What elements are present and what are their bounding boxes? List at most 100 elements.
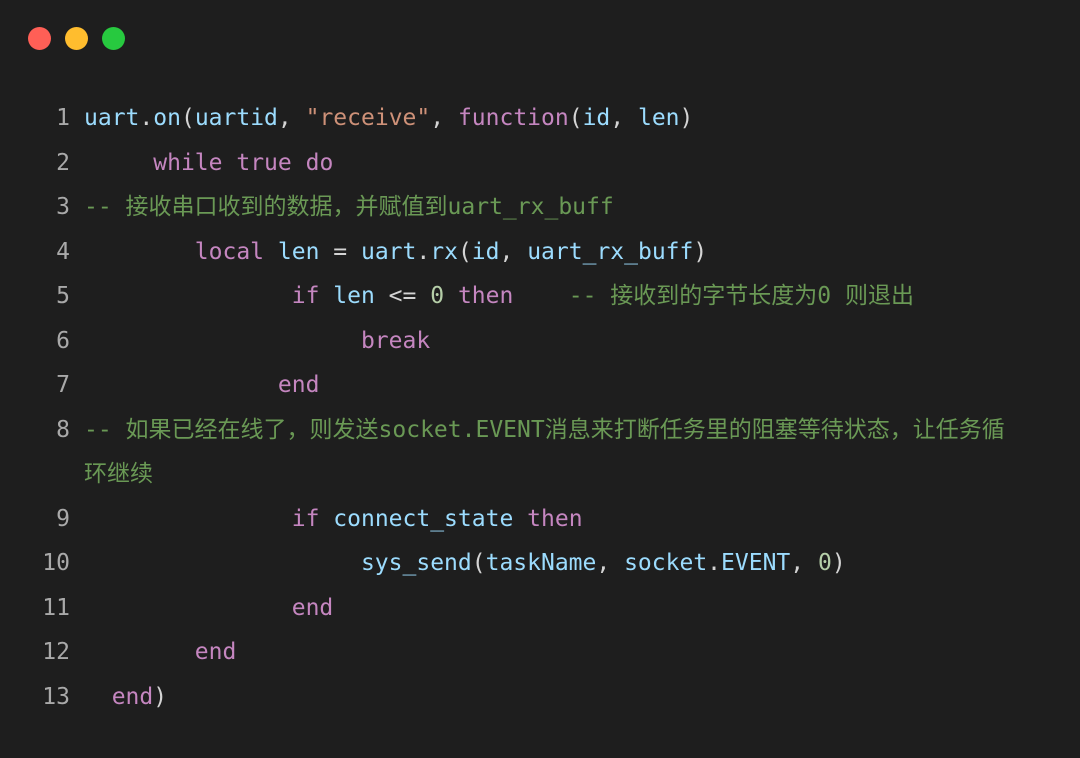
line-content: local len = uart.rx(id, uart_rx_buff) <box>84 230 707 275</box>
code-token: true <box>236 149 292 176</box>
code-token <box>513 506 527 532</box>
code-token: ) <box>693 238 708 265</box>
code-token: ( <box>180 105 195 131</box>
code-token: socket <box>624 550 708 576</box>
code-line: 8 -- 如果已经在线了，则发送socket.EVENT消息来打断任务里的阻塞等待… <box>0 408 1080 497</box>
code-token <box>84 239 195 265</box>
code-token: end <box>291 594 334 621</box>
code-token: ( <box>568 105 583 131</box>
code-line: 5 if len <= 0 then -- 接收到的字节长度为0 则退出 <box>0 274 1080 319</box>
code-token: end <box>277 372 320 398</box>
line-number: 4 <box>56 238 70 265</box>
line-content: while true do <box>84 141 333 186</box>
code-token: if <box>291 283 320 309</box>
code-token <box>264 239 278 265</box>
code-line: 2 while true do <box>0 141 1080 186</box>
code-token: . <box>707 550 722 576</box>
line-number: 8 <box>56 416 70 443</box>
code-token <box>84 595 292 621</box>
code-token <box>319 506 333 532</box>
code-token <box>84 506 292 532</box>
line-content: -- 如果已经在线了，则发送socket.EVENT消息来打断任务里的阻塞等待状… <box>84 408 1024 497</box>
line-content: if connect_state then <box>84 497 583 542</box>
code-token: then <box>457 283 514 309</box>
code-token: break <box>360 327 431 354</box>
line-content: end <box>84 586 334 631</box>
code-token: uart_rx_buff <box>527 238 694 265</box>
line-number: 6 <box>56 327 70 354</box>
code-token <box>84 328 361 354</box>
code-token: taskName <box>485 550 597 576</box>
line-content: end <box>84 363 320 408</box>
code-token: -- 接收到的字节长度为0 则退出 <box>568 283 914 309</box>
code-token: id <box>471 238 500 265</box>
line-content: if len <= 0 then -- 接收到的字节长度为0 则退出 <box>84 274 914 319</box>
code-token: len <box>637 105 680 131</box>
code-token <box>84 283 292 309</box>
code-token: -- 接收串口收到的数据，并赋值到uart_rx_buff <box>84 194 614 220</box>
code-token: EVENT <box>721 550 791 576</box>
code-token: , <box>610 105 638 131</box>
code-token: if <box>291 505 320 532</box>
code-token: len <box>277 238 320 265</box>
code-token: , <box>596 550 625 576</box>
code-token: local <box>194 238 265 265</box>
code-token: , <box>277 105 306 131</box>
code-token: end <box>111 683 154 710</box>
close-button[interactable] <box>28 27 51 50</box>
code-token <box>513 283 568 309</box>
line-number: 3 <box>56 194 70 220</box>
code-token <box>319 283 333 309</box>
code-line: 9 if connect_state then <box>0 497 1080 542</box>
code-token: sys_send <box>360 550 472 576</box>
line-number: 7 <box>56 372 70 398</box>
code-token: uartid <box>194 105 278 131</box>
maximize-button[interactable] <box>102 27 125 50</box>
line-number: 11 <box>42 594 70 621</box>
code-token: , <box>430 105 458 131</box>
code-token: ) <box>153 683 168 710</box>
code-token <box>223 150 237 176</box>
code-token: then <box>527 505 583 532</box>
code-line: 12 end <box>0 630 1080 675</box>
line-content: end <box>84 630 237 675</box>
code-token <box>84 372 278 398</box>
code-token <box>84 639 195 665</box>
code-token: len <box>333 283 375 309</box>
code-token: id <box>582 105 611 131</box>
line-content: sys_send(taskName, socket.EVENT, 0) <box>84 541 846 586</box>
code-token: , <box>790 550 818 576</box>
code-token: do <box>305 149 334 176</box>
code-token <box>292 150 306 176</box>
title-bar <box>0 0 1080 78</box>
code-token <box>444 283 458 309</box>
code-token: function <box>457 105 569 131</box>
line-number: 12 <box>42 639 70 665</box>
code-line: 11 end <box>0 586 1080 631</box>
code-token: on <box>153 105 181 131</box>
line-content: -- 接收串口收到的数据，并赋值到uart_rx_buff <box>84 185 614 230</box>
code-token: 0 <box>430 283 445 309</box>
line-content: break <box>84 319 430 364</box>
code-token: uart <box>84 105 140 131</box>
code-token: <= <box>374 283 431 309</box>
line-content: end) <box>84 675 167 720</box>
line-number: 2 <box>56 149 70 176</box>
code-line: 6 break <box>0 319 1080 364</box>
line-number: 5 <box>56 283 70 309</box>
code-token: while <box>153 149 223 176</box>
line-number: 9 <box>56 505 70 532</box>
code-token: "receive" <box>305 105 431 131</box>
code-token: ) <box>831 550 846 576</box>
code-token: uart <box>360 238 417 265</box>
code-token <box>84 550 361 576</box>
code-token: . <box>416 238 431 265</box>
line-content: uart.on(uartid, "receive", function(id, … <box>84 96 693 141</box>
code-token: ) <box>679 105 694 131</box>
code-line: 10 sys_send(taskName, socket.EVENT, 0) <box>0 541 1080 586</box>
minimize-button[interactable] <box>65 27 88 50</box>
code-token: 0 <box>817 550 832 576</box>
code-token: end <box>194 639 237 665</box>
